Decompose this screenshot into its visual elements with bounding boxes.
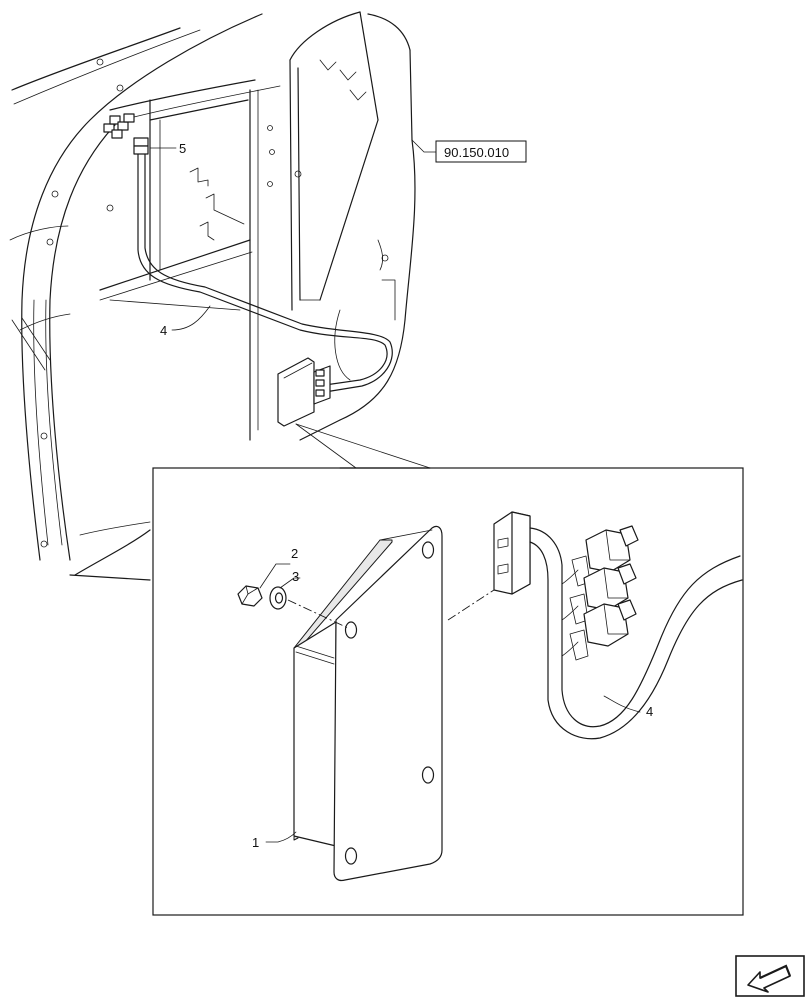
callout-1: 1 [252, 831, 297, 850]
cab-frame [9, 11, 416, 581]
callout-4-top: 4 [160, 305, 211, 338]
callout-5-label: 5 [179, 141, 186, 156]
mount-hole [421, 541, 435, 559]
control-module [293, 525, 443, 882]
reference-box-label: 90.150.010 [444, 145, 509, 160]
callout-3: 3 [279, 569, 301, 589]
callout-1-label: 1 [252, 835, 259, 850]
assembly-line [287, 599, 349, 629]
harness-connector [569, 563, 637, 625]
nut [237, 585, 263, 607]
harness-detail [447, 511, 743, 740]
detail-frame [152, 467, 744, 916]
reference-box[interactable]: 90.150.010 [411, 139, 527, 163]
harness-top-view [103, 113, 393, 427]
callout-4-detail: 4 [603, 695, 653, 719]
top-connector-cluster [103, 113, 149, 155]
callout-5: 5 [149, 141, 186, 156]
washer [269, 586, 287, 610]
callout-4-detail-label: 4 [646, 704, 653, 719]
mount-hole [344, 847, 358, 865]
callout-4-top-label: 4 [160, 323, 167, 338]
harness-connector [571, 525, 639, 587]
detail-callout-pointer [295, 423, 431, 469]
callout-2: 2 [259, 546, 298, 589]
callout-2-label: 2 [291, 546, 298, 561]
callout-3-label: 3 [292, 569, 299, 584]
module-top-view [277, 357, 331, 427]
mount-hole [421, 766, 435, 784]
mount-hole [344, 621, 358, 639]
arrow-back-icon[interactable] [735, 955, 805, 997]
harness-connector [569, 599, 637, 661]
